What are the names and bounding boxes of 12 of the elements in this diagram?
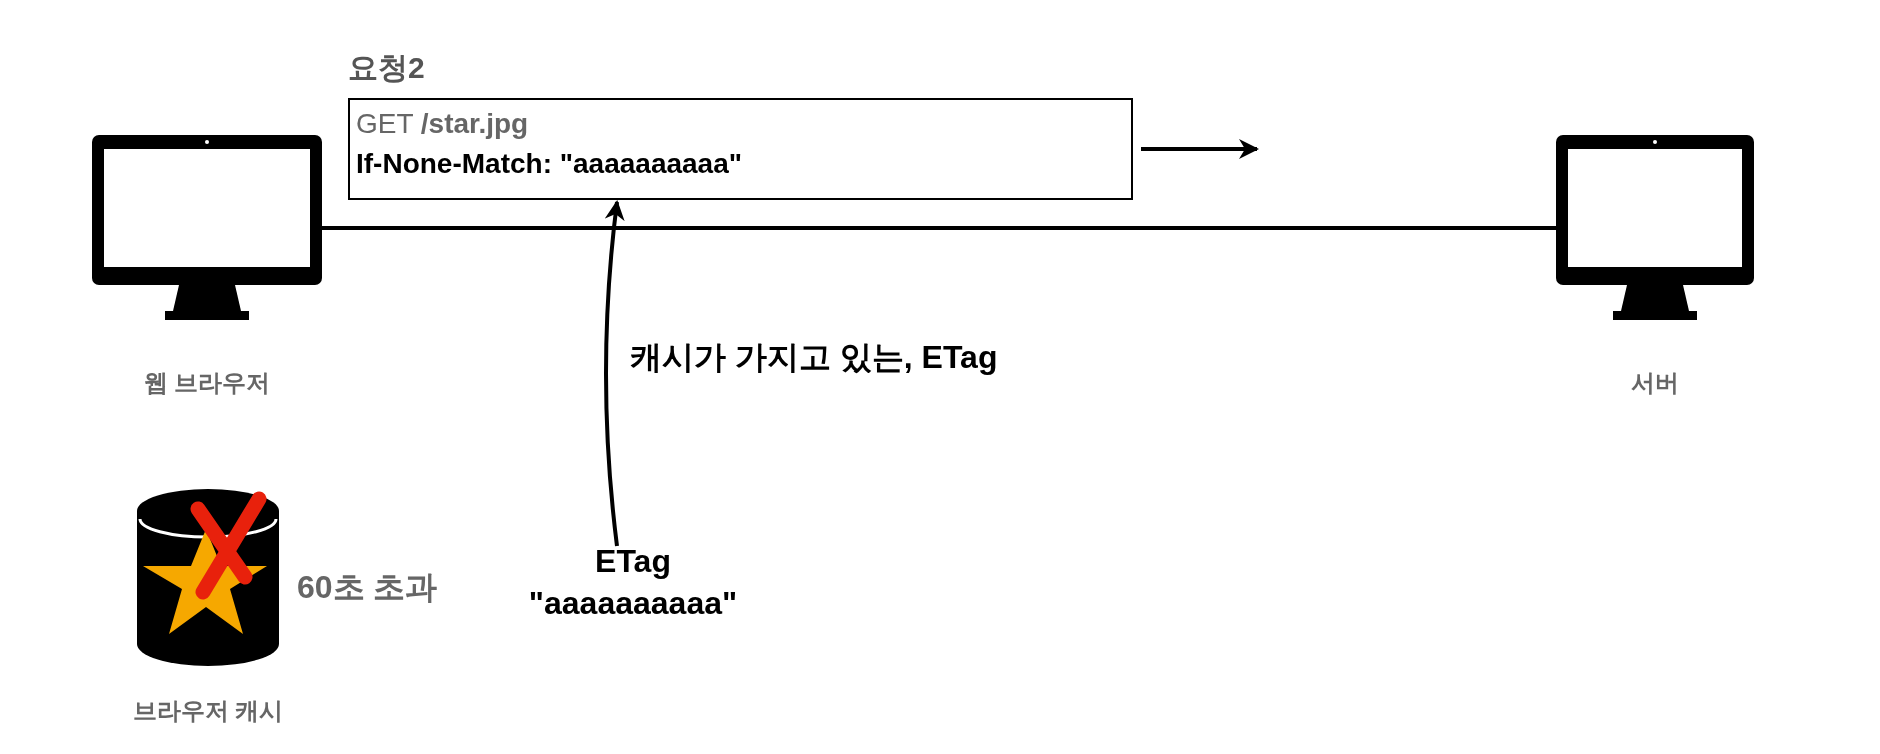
connection-line [322,226,1556,230]
request-line: If-None-Match: "aaaaaaaaaa" [356,148,743,180]
curved-arrow [604,200,625,547]
etag-value: ETag [594,542,672,581]
status-note: 60초 초과 [297,568,438,607]
curved-arrow [1141,139,1259,159]
device-label: 웹 브라우저 [142,368,272,398]
etag-value: "aaaaaaaaaa" [527,584,739,623]
request-title: 요청2 [348,50,425,86]
request-line: GET /star.jpg [356,108,529,140]
storage-label: 브라우저 캐시 [131,696,285,726]
device-label: 서버 [1630,368,1680,398]
